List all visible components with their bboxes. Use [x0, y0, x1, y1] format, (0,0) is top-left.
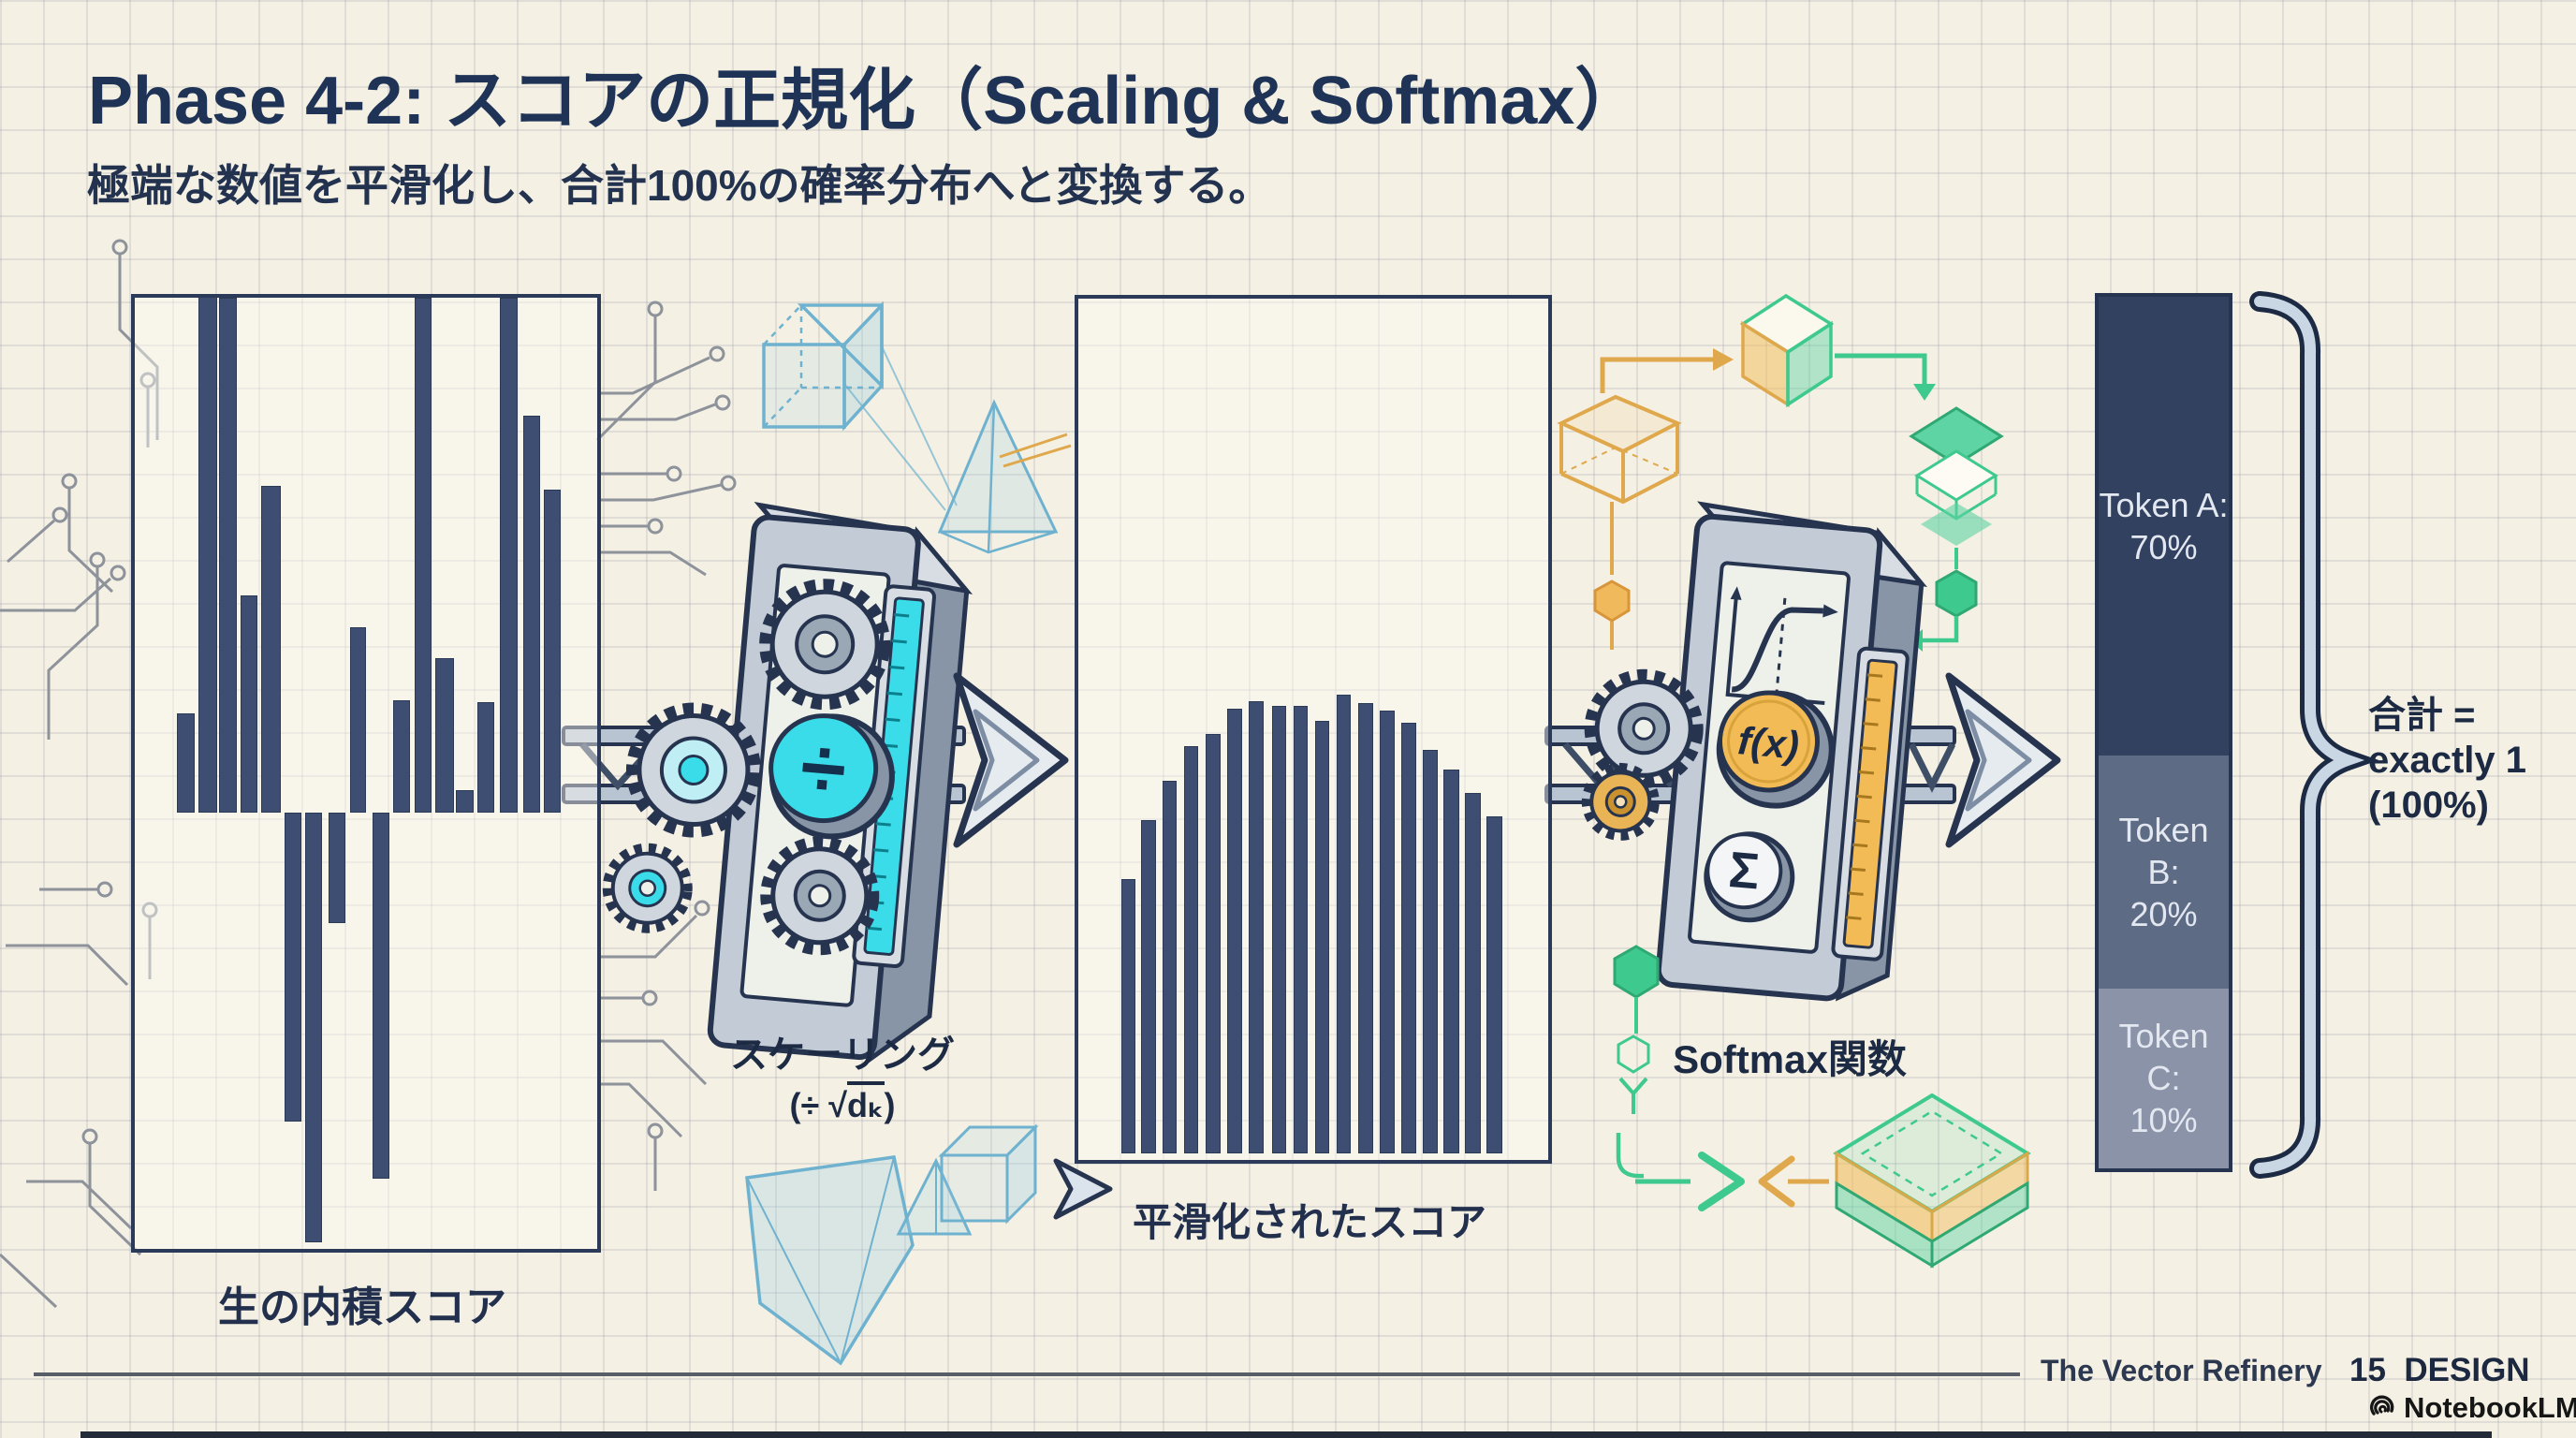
- scaling-label-text: スケーリング: [730, 1034, 955, 1076]
- score-bar: [1358, 703, 1373, 1153]
- raw-scores-panel: [131, 294, 601, 1253]
- score-bar: [1184, 746, 1198, 1153]
- sigma-coin-icon: Σ: [1704, 831, 1795, 923]
- smoothed-scores-bars: [1078, 299, 1548, 1153]
- score-bar: [415, 298, 432, 813]
- svg-text:f(x): f(x): [1736, 718, 1801, 768]
- score-bar: [523, 416, 540, 813]
- token-segment-label: Token A:: [2099, 485, 2229, 524]
- circuit-pattern-left-icon: [0, 239, 159, 1309]
- softmax-output-flow: [1613, 945, 2031, 1269]
- score-bar: [500, 298, 518, 813]
- softmax-flow-decorations: [1557, 293, 2004, 652]
- token-segment-label: Token C:: [2118, 1017, 2209, 1098]
- score-bar: [219, 298, 237, 813]
- bottom-edge-strip: [80, 1431, 2492, 1438]
- page-title: Phase 4-2: スコアの正規化（Scaling & Softmax）: [88, 64, 1643, 139]
- score-bar: [1249, 701, 1264, 1153]
- score-bar: [435, 658, 454, 813]
- score-bar: [1294, 706, 1308, 1153]
- arrow-head-2-icon: [1945, 672, 2061, 848]
- token-segment-label: Token B:: [2118, 810, 2209, 891]
- raw-scores-bars: [135, 297, 597, 1249]
- score-bar: [1206, 734, 1221, 1153]
- scaling-formula: (÷ √dₖ): [693, 1081, 992, 1125]
- score-bar: [1486, 816, 1502, 1153]
- score-bar: [1121, 879, 1135, 1153]
- token-segment: Token C:10%: [2099, 988, 2229, 1168]
- score-bar: [1401, 723, 1416, 1153]
- token-segment: Token A:70%: [2099, 297, 2229, 756]
- sum-note: 合計 = exactly 1 (100%): [2368, 693, 2576, 828]
- token-segment: Token B:20%: [2099, 755, 2229, 989]
- score-bar: [1337, 695, 1351, 1153]
- sum-brace-icon: [2249, 291, 2379, 1179]
- score-bar: [305, 813, 322, 1242]
- notebooklm-badge: NotebookLM: [2366, 1391, 2576, 1425]
- gear-icon: [602, 843, 693, 933]
- sum-note-line: (100%): [2368, 785, 2489, 826]
- score-bar: [1465, 793, 1481, 1153]
- scaling-geometry-shapes: [745, 1123, 1039, 1366]
- arrow-head-1-icon: [953, 672, 1069, 848]
- raw-scores-label: 生の内積スコア: [218, 1284, 506, 1330]
- score-bar: [1443, 770, 1459, 1153]
- footer-divider: [34, 1372, 2020, 1376]
- chevron-arrow-icon: [1053, 1158, 1113, 1220]
- scaling-machine: ÷: [602, 501, 973, 1064]
- token-probability-bar: Token A:70%Token B:20%Token C:10%: [2095, 293, 2232, 1172]
- score-bar: [1141, 820, 1156, 1153]
- gear-icon: [1581, 762, 1660, 841]
- smoothed-scores-label: 平滑化されたスコア: [1132, 1200, 1486, 1244]
- svg-text:÷: ÷: [797, 720, 850, 816]
- score-bar: [1315, 721, 1329, 1153]
- sum-note-line: 合計 =: [2368, 695, 2476, 736]
- gear-icon: [760, 836, 880, 956]
- score-bar: [544, 490, 561, 813]
- token-segment-pct: 20%: [2130, 894, 2198, 933]
- fx-coin-icon: f(x): [1716, 690, 1835, 809]
- score-bar: [261, 486, 281, 813]
- notebooklm-logo-text: NotebookLM: [2404, 1391, 2576, 1424]
- token-segment-pct: 70%: [2130, 527, 2198, 566]
- wireframe-pyramid-icon: [937, 399, 1072, 554]
- gear-icon: [759, 579, 891, 711]
- score-bar: [329, 813, 345, 923]
- smoothed-scores-panel: [1075, 295, 1552, 1164]
- softmax-machine: f(x) Σ: [1581, 501, 1927, 1002]
- sum-note-line: exactly 1: [2368, 740, 2527, 781]
- score-bar: [198, 297, 217, 813]
- score-bar: [456, 790, 474, 813]
- gear-icon: [625, 702, 761, 838]
- score-bar: [1227, 709, 1242, 1153]
- score-bar: [177, 713, 195, 813]
- footer-page-number: 15 DESIGN: [2349, 1352, 2530, 1388]
- token-segment-pct: 10%: [2130, 1101, 2198, 1140]
- divide-disc-icon: ÷: [768, 713, 895, 840]
- score-bar: [1163, 781, 1177, 1153]
- wireframe-cube-icon: [762, 301, 958, 511]
- page-subtitle: 極端な数値を平滑化し、合計100%の確率分布へと変換する。: [87, 161, 1272, 210]
- score-bar: [1380, 711, 1395, 1153]
- score-bar: [373, 813, 389, 1179]
- score-bar: [393, 700, 410, 813]
- score-bar: [350, 627, 366, 813]
- gear-icon: [1584, 668, 1704, 788]
- footer-brand: The Vector Refinery: [2041, 1354, 2322, 1387]
- svg-text:Σ: Σ: [1727, 842, 1763, 901]
- circuit-pattern-mid-icon: [595, 301, 737, 1191]
- score-bar: [1423, 750, 1438, 1153]
- softmax-label: Softmax関数: [1673, 1037, 1907, 1081]
- score-bar: [1272, 706, 1286, 1153]
- score-bar: [285, 813, 301, 1122]
- score-bar: [477, 702, 494, 813]
- scaling-label: スケーリング (÷ √dₖ): [693, 1024, 992, 1125]
- notebooklm-logo-icon: [2369, 1395, 2394, 1416]
- score-bar: [241, 595, 257, 813]
